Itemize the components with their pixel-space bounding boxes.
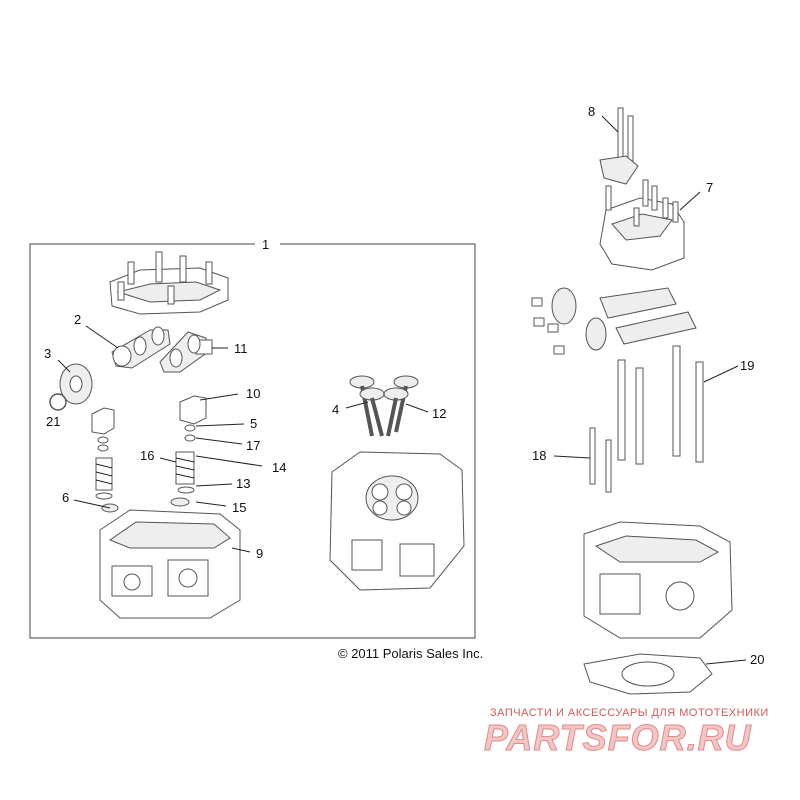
- callout-11: 11: [234, 341, 248, 356]
- callout-1: 1: [262, 237, 269, 252]
- callout-13: 13: [236, 476, 250, 491]
- cylinder-head-assembly-frame: [29, 243, 476, 639]
- callout-12: 12: [432, 406, 446, 421]
- copyright-text: © 2011 Polaris Sales Inc.: [338, 646, 483, 661]
- circlip: [49, 393, 67, 411]
- callout-19: 19: [740, 358, 754, 373]
- callout-7: 7: [706, 180, 713, 195]
- callout-9: 9: [256, 546, 263, 561]
- cylinder-head: [99, 509, 241, 619]
- watermark-tagline: ЗАПЧАСТИ И АКСЕССУАРЫ ДЛЯ МОТОТЕХНИКИ: [490, 707, 769, 719]
- callout-14: 14: [272, 460, 286, 475]
- watermark-brand: PARTSFOR.RU: [484, 717, 752, 758]
- callout-3: 3: [44, 346, 51, 361]
- cam-cap-right: [599, 179, 685, 271]
- callout-10: 10: [246, 386, 260, 401]
- callout-17: 17: [246, 438, 260, 453]
- cylinder-block: [583, 521, 733, 639]
- valve-stack-right: [170, 395, 207, 507]
- cam-sprocket: [59, 363, 93, 405]
- cylinder-head-underside: [329, 451, 465, 591]
- camshaft-exhaust: [159, 331, 213, 373]
- callout-2: 2: [74, 312, 81, 327]
- head-bolts-long: [589, 345, 704, 493]
- callout-20: 20: [750, 652, 764, 667]
- callout-16: 16: [140, 448, 154, 463]
- callout-6: 6: [62, 490, 69, 505]
- leader-lines: [57, 115, 747, 665]
- callout-labels: 1 2 3 4 5 6 7 8 9 10 11 12 13 14 15 16 1…: [44, 104, 764, 667]
- watermark: ЗАПЧАСТИ И АКСЕССУАРЫ ДЛЯ МОТОТЕХНИКИ PA…: [484, 707, 769, 759]
- head-gasket: [583, 653, 713, 695]
- callout-18: 18: [532, 448, 546, 463]
- callout-15: 15: [232, 500, 246, 515]
- camshaft-intake: [111, 326, 171, 369]
- valve-stack-left: [91, 407, 119, 513]
- callout-4: 4: [332, 402, 339, 417]
- callout-5: 5: [250, 416, 257, 431]
- camshafts-right: [531, 287, 697, 355]
- valves: [349, 375, 419, 437]
- callout-21: 21: [46, 414, 60, 429]
- cam-cap-assembly: [109, 251, 229, 315]
- head-bolts-top: [599, 107, 639, 185]
- callout-8: 8: [588, 104, 595, 119]
